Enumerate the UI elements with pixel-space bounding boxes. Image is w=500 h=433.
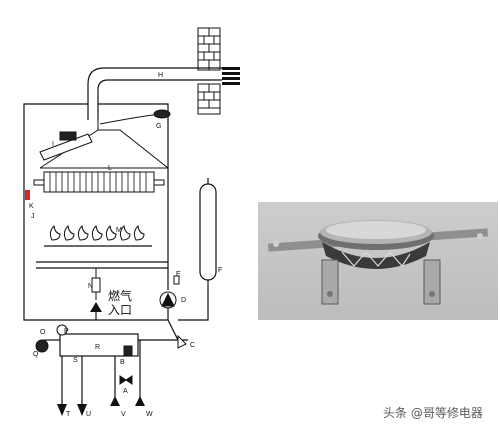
label-u: U <box>86 411 91 418</box>
flue-hood <box>39 120 169 169</box>
label-j: J <box>31 213 35 220</box>
gas-inlet-label-2: 入口 <box>108 303 132 317</box>
label-v: V <box>121 411 126 418</box>
label-r: R <box>95 344 100 351</box>
overheat-sensor <box>25 190 30 200</box>
expansion-vessel <box>178 178 217 321</box>
label-m: M <box>116 227 122 234</box>
label-b: B <box>120 359 125 366</box>
connection-arrows <box>57 396 145 416</box>
label-h: H <box>158 72 163 79</box>
heat-exchanger <box>33 171 165 193</box>
pump-assembly <box>159 270 180 320</box>
label-e: E <box>176 271 181 278</box>
gas-valve <box>91 268 101 300</box>
burner-bar <box>36 245 168 269</box>
label-f: F <box>218 267 222 274</box>
chimney-wall <box>197 27 221 115</box>
thermostat-photo <box>258 202 498 320</box>
gas-inlet-label-1: 燃气 <box>108 288 132 303</box>
label-a: A <box>123 388 128 395</box>
label-q: Q <box>33 351 39 358</box>
label-d: D <box>181 297 186 304</box>
bottom-pipework <box>23 270 188 405</box>
label-w: W <box>146 411 153 418</box>
label-k: K <box>29 203 34 210</box>
flue-pipe <box>87 67 222 120</box>
thermostat-switch-image <box>267 220 489 305</box>
watermark-prefix: 头条 @ <box>383 406 423 420</box>
gas-inlet-arrow <box>90 302 102 312</box>
label-n: N <box>88 283 93 290</box>
boiler-casing <box>23 103 169 270</box>
label-l: L <box>108 165 112 172</box>
burner-flames <box>49 224 145 241</box>
label-c: C <box>190 342 195 349</box>
label-o: O <box>40 329 46 336</box>
pressure-switch <box>99 109 171 125</box>
flue-terminal <box>222 67 240 85</box>
label-t: T <box>66 411 71 418</box>
pressure-gauge <box>35 324 187 385</box>
label-p: P <box>64 328 69 335</box>
label-g: G <box>156 123 161 130</box>
fan-assembly <box>39 131 93 161</box>
watermark: 头条 @哥等修电器 <box>383 404 483 421</box>
watermark-handle: 哥等修电器 <box>422 406 483 420</box>
label-s: S <box>73 357 78 364</box>
label-i: I <box>52 141 54 148</box>
